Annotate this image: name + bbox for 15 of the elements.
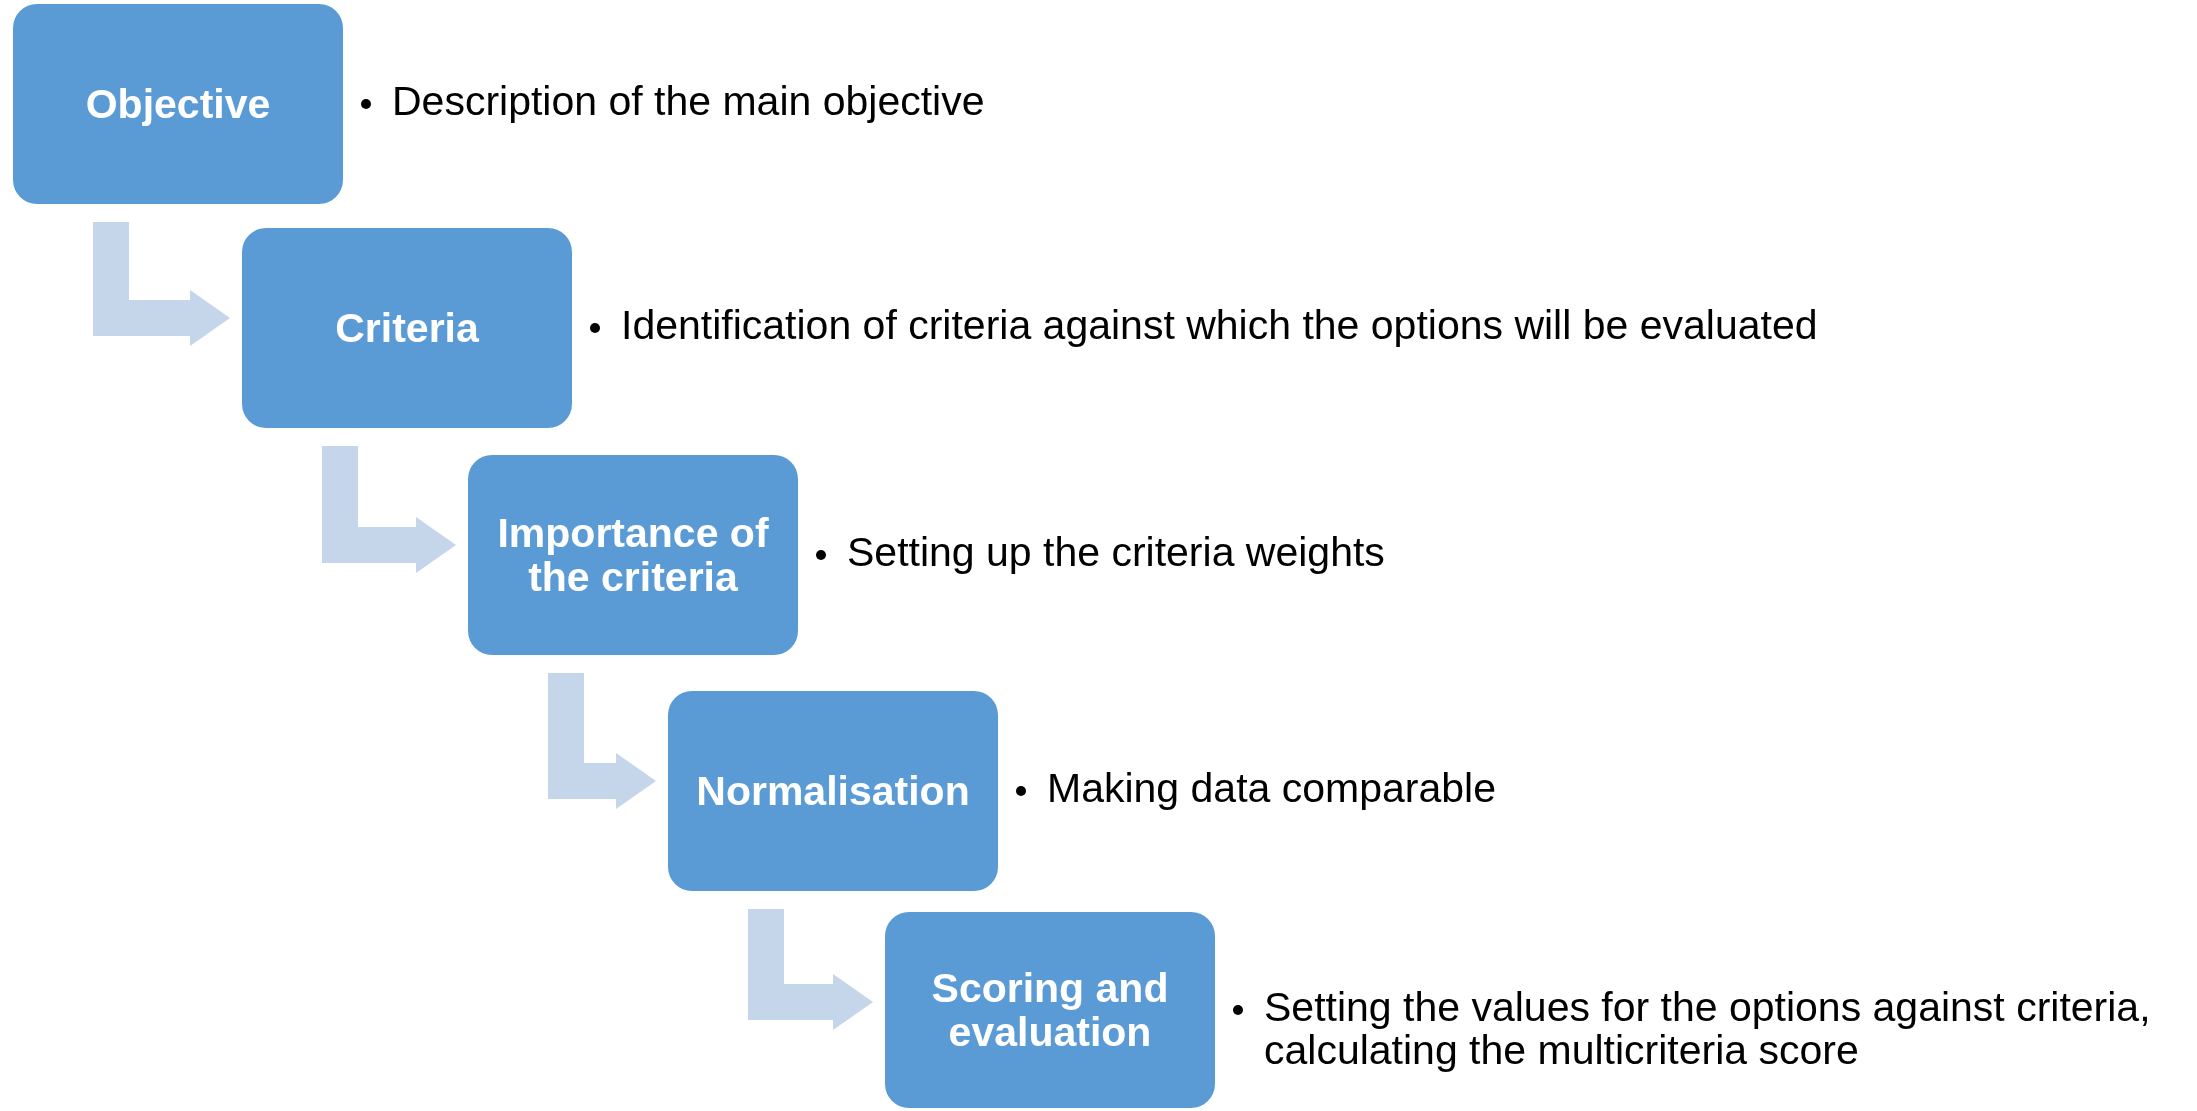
process-box <box>885 912 1215 1108</box>
step-description: Setting the values for the options against criteria, calculating the multicriteria score <box>1264 986 2152 1073</box>
step-description: Description of the main objective <box>392 80 986 124</box>
process-box <box>13 4 343 204</box>
step-label: Scoring and evaluation <box>930 965 1170 1055</box>
step-label: Criteria <box>335 305 479 351</box>
step-description: Setting up the criteria weights <box>847 531 1386 575</box>
step-label: Objective <box>85 81 271 127</box>
process-box <box>468 455 798 655</box>
process-box <box>242 228 572 428</box>
step-label: Importance of the criteria <box>496 510 770 600</box>
process-box <box>668 691 998 891</box>
step-label: Normalisation <box>696 768 970 814</box>
step-description: Making data comparable <box>1047 767 1497 811</box>
step-description: Identification of criteria against which the options will be evaluated <box>621 304 1819 348</box>
